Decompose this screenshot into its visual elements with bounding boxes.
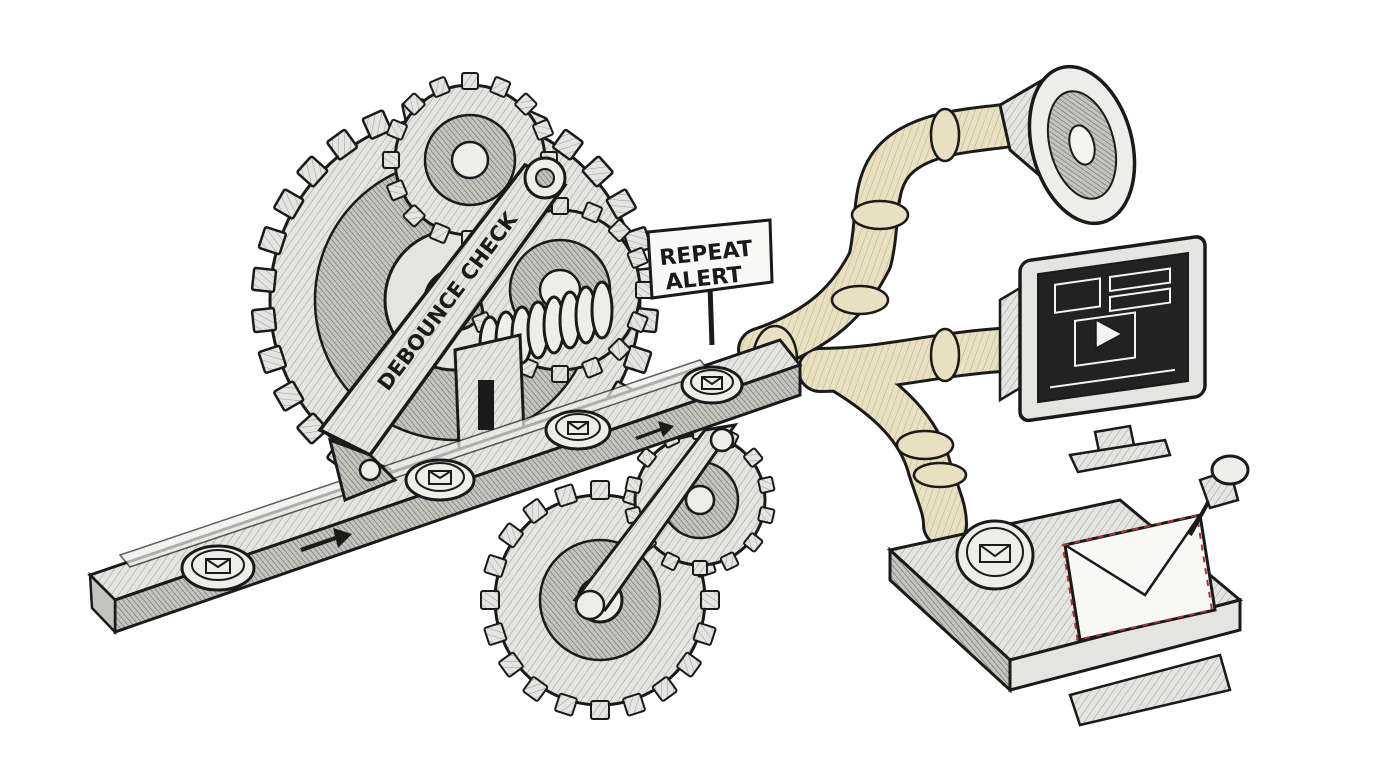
- gear-tooth: [522, 498, 549, 524]
- gear-tooth: [757, 506, 776, 525]
- monitor-icon: [998, 235, 1207, 474]
- gear-tooth: [250, 306, 278, 334]
- gear-tooth: [607, 219, 631, 243]
- gear-tooth: [719, 551, 740, 571]
- envelope-icon: [680, 365, 744, 405]
- gear-tooth: [743, 532, 764, 553]
- gear-tooth: [757, 475, 776, 494]
- gear-tooth: [626, 311, 649, 333]
- gear-tooth: [382, 151, 400, 169]
- gear-tooth: [626, 247, 649, 269]
- gear-tooth: [428, 76, 451, 98]
- gear-tooth: [624, 475, 643, 494]
- gear-tooth: [498, 651, 524, 678]
- envelope-icon: [544, 409, 612, 451]
- gear-tooth: [402, 92, 426, 116]
- gear-tooth: [361, 109, 393, 140]
- gear-tooth: [386, 179, 408, 202]
- brass-pipe-network: [737, 102, 1033, 548]
- gear-tooth: [692, 560, 708, 576]
- gear-tooth: [590, 700, 610, 720]
- gear-tooth: [743, 447, 764, 468]
- gear-tooth: [554, 692, 578, 717]
- gear-tooth: [676, 651, 702, 678]
- gear-tooth: [581, 356, 603, 379]
- gear-tooth: [590, 480, 610, 500]
- gear-tooth: [273, 188, 305, 220]
- gear-tooth: [461, 72, 479, 90]
- gear-tooth: [483, 554, 508, 578]
- gear-tooth: [273, 380, 305, 412]
- gear-tooth: [257, 226, 287, 256]
- gear-tooth: [326, 128, 358, 161]
- inbox-tray-icon: [886, 454, 1250, 727]
- gear-tooth: [581, 201, 603, 224]
- envelope-icon: [1061, 513, 1217, 642]
- gear-tooth: [552, 128, 584, 161]
- gear-tooth: [623, 344, 653, 374]
- gear-tooth: [554, 483, 578, 508]
- gear-tooth: [622, 692, 646, 717]
- gear-tooth: [605, 188, 637, 220]
- gear-tooth: [296, 155, 329, 188]
- gear-tooth: [522, 676, 549, 702]
- arrow-right-icon: [300, 421, 674, 552]
- gear-tooth: [296, 412, 329, 445]
- gear-tooth: [551, 365, 569, 383]
- gear-tooth: [402, 204, 426, 228]
- gear-tooth: [428, 222, 451, 244]
- gear-tooth: [257, 344, 287, 374]
- gear-tooth: [551, 197, 569, 215]
- gear-tooth: [514, 92, 538, 116]
- megaphone-icon: [998, 64, 1137, 226]
- gear-tooth: [386, 118, 408, 141]
- gear-tooth: [581, 155, 614, 188]
- gear-tooth: [636, 447, 657, 468]
- gear-tooth: [489, 76, 512, 98]
- gear-tooth: [480, 590, 500, 610]
- spring-loop: [590, 280, 614, 340]
- gear-tooth: [651, 676, 678, 702]
- envelope-icon: [404, 458, 476, 502]
- pipe-collars: [751, 107, 968, 489]
- play-icon: [1095, 318, 1124, 350]
- lower-linkage: [572, 422, 739, 621]
- gear-tooth: [635, 281, 653, 299]
- gear-tooth: [700, 590, 720, 610]
- gear-tooth: [692, 622, 717, 646]
- gear-tooth: [498, 522, 524, 549]
- belt-tokens: [180, 365, 744, 592]
- tray-token: [955, 519, 1035, 591]
- gear-tooth: [660, 551, 681, 571]
- pushpin-icon: [1188, 454, 1250, 536]
- gear-tooth: [483, 622, 508, 646]
- gear-tooth: [250, 266, 278, 294]
- envelope-icon: [180, 544, 256, 592]
- repeat-alert-sign: REPEAT ALERT: [646, 218, 774, 346]
- gear-tooth: [607, 337, 631, 361]
- gear-tooth: [532, 118, 554, 141]
